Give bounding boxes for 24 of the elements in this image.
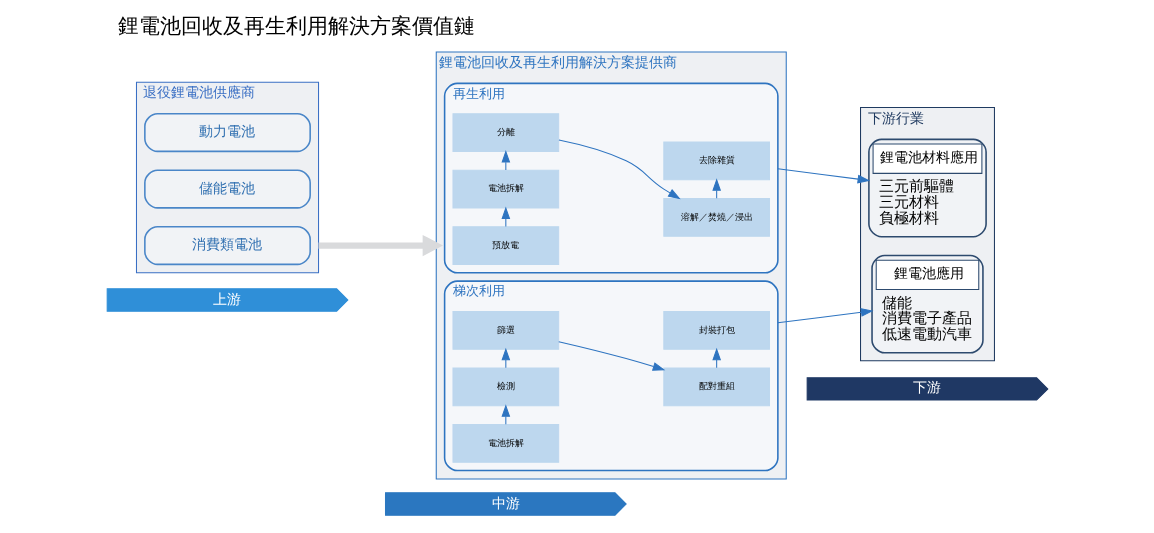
node-box: 篩選 xyxy=(451,310,559,350)
arrow xyxy=(711,347,721,369)
diagram-title: 鋰電池回收及再生利用解決方案價值鏈 xyxy=(117,14,475,39)
node-box: 溶解／焚燒／浸出 xyxy=(662,197,770,237)
node-box: 分離 xyxy=(451,113,559,152)
node-box: 電池拆解 xyxy=(451,169,559,209)
node-box: 電池拆解 xyxy=(451,423,559,463)
arrow xyxy=(557,341,665,371)
node-box: 預放電 xyxy=(451,226,559,265)
arrow xyxy=(776,168,870,184)
node-box: 鋰電池應用 儲能 消費電子產品 低速電動汽車 xyxy=(870,254,984,354)
arrow xyxy=(318,234,443,257)
node-box: 檢測 xyxy=(451,367,559,407)
node-box: 消費類電池 xyxy=(143,225,311,266)
node-box: 動力電池 xyxy=(143,112,311,153)
node-box: 去除雜質 xyxy=(662,141,770,181)
arrow xyxy=(557,139,681,200)
node-box: 封裝打包 xyxy=(662,310,770,350)
node-box: 儲能電池 xyxy=(143,169,311,209)
arrow xyxy=(500,347,510,369)
node-box: 配對重組 xyxy=(662,367,770,407)
arrow xyxy=(776,308,873,324)
arrow xyxy=(500,206,510,228)
node-box: 鋰電池材料應用 三元前驅體 三元材料 負極材料 xyxy=(867,138,987,238)
